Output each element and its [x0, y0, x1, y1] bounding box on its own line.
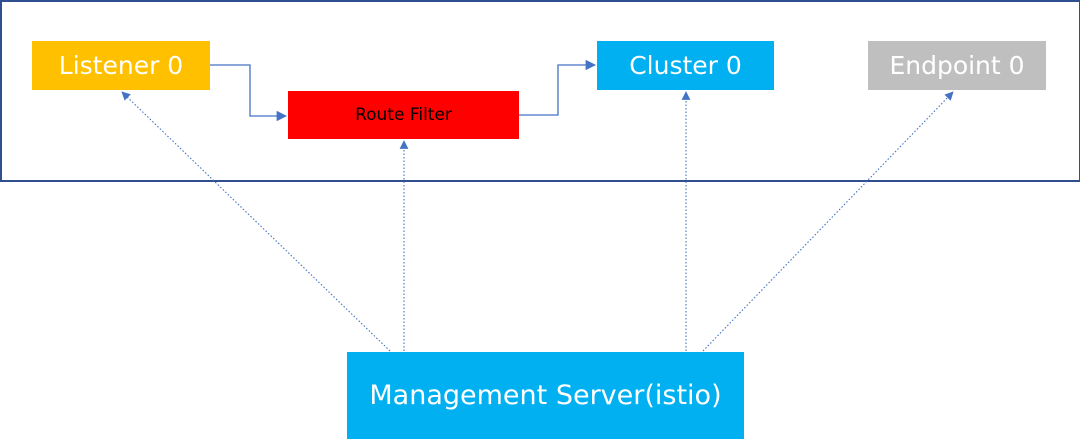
- cluster-node[interactable]: Cluster 0: [597, 41, 774, 90]
- route-filter-node[interactable]: Route Filter: [288, 91, 519, 139]
- envoy-proxy-frame: [0, 0, 1080, 182]
- endpoint-node[interactable]: Endpoint 0: [868, 41, 1046, 90]
- listener-node[interactable]: Listener 0: [32, 41, 210, 90]
- management-server-node[interactable]: Management Server(istio): [347, 352, 744, 439]
